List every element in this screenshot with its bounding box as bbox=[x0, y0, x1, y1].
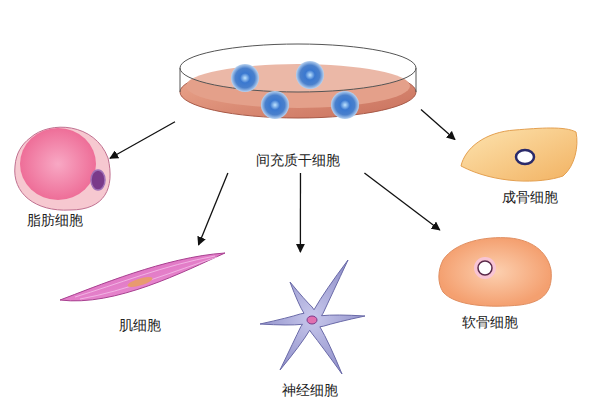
cell-shape bbox=[250, 252, 370, 402]
cell-nucleus bbox=[127, 275, 154, 289]
differentiation-arrow bbox=[364, 173, 439, 230]
stem-cell-dish: 间充质干细胞 bbox=[175, 38, 421, 173]
nucleus-halo bbox=[474, 257, 496, 279]
cell-nucleus bbox=[516, 150, 534, 164]
lipid-droplet bbox=[20, 128, 96, 200]
cell-label: 神经细胞 bbox=[245, 381, 375, 399]
stem-cell bbox=[231, 64, 259, 92]
stem-cell bbox=[261, 91, 289, 119]
cell-nucleus bbox=[91, 170, 105, 190]
cell-label: 软骨细胞 bbox=[425, 313, 555, 331]
fat-cell: 脂肪细胞 bbox=[10, 118, 110, 233]
chondrocyte: 软骨细胞 bbox=[435, 230, 555, 335]
cell-body bbox=[60, 253, 225, 301]
stem-cell bbox=[331, 91, 359, 119]
nerve-cell: 神经细胞 bbox=[250, 252, 370, 402]
cell-nucleus bbox=[478, 261, 492, 275]
stem-cell bbox=[296, 61, 324, 89]
cell-label: 脂肪细胞 bbox=[0, 211, 120, 229]
cell-label: 间充质干细胞 bbox=[233, 151, 363, 169]
cell-label: 肌细胞 bbox=[75, 316, 205, 334]
cell-body bbox=[461, 128, 577, 181]
differentiation-arrow bbox=[421, 110, 455, 140]
differentiation-arrow bbox=[300, 173, 301, 252]
cell-body bbox=[260, 260, 365, 374]
osteoblast: 成骨细胞 bbox=[455, 118, 580, 208]
cell-label: 成骨细胞 bbox=[465, 188, 593, 206]
cell-nucleus bbox=[307, 316, 317, 324]
differentiation-arrow bbox=[110, 122, 175, 159]
differentiation-arrow bbox=[199, 173, 228, 245]
myofibril-line bbox=[75, 256, 217, 299]
cell-membrane bbox=[15, 127, 110, 210]
muscle-cell: 肌细胞 bbox=[55, 245, 230, 335]
cell-body bbox=[439, 238, 551, 307]
dish-rim bbox=[180, 44, 416, 92]
